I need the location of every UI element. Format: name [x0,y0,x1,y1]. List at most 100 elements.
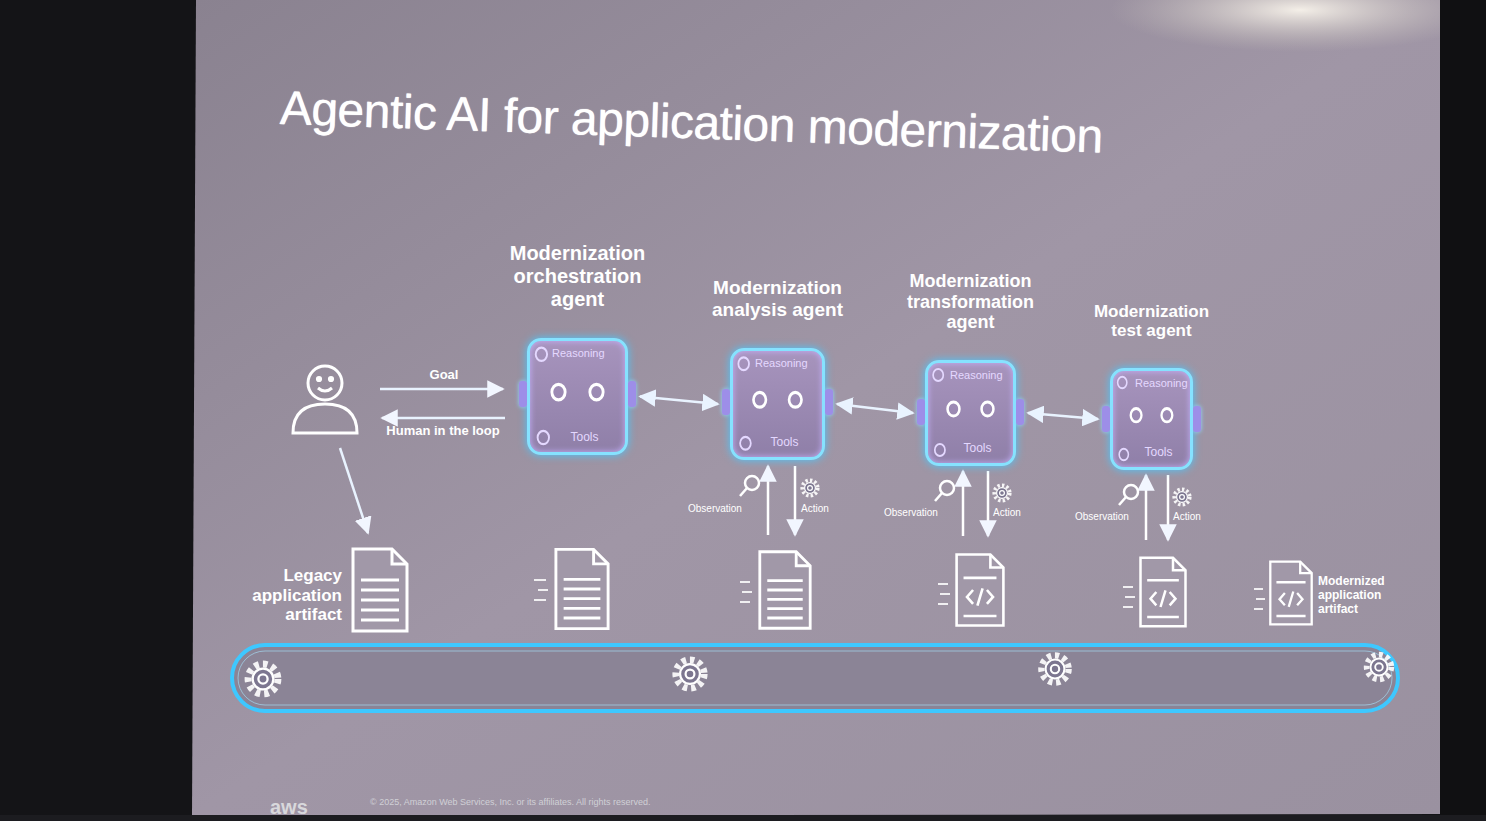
robot-ear [722,389,730,415]
document-dash-marks [534,580,1265,609]
bidirectional-arrow [640,397,718,405]
action-label: Action [993,507,1021,519]
robot-icon [738,357,749,370]
robot-icon [536,348,547,361]
arrow-label: Goal [414,368,474,383]
robot-eye [590,384,603,400]
observation-action-arrows [1167,475,1170,540]
goal-arrows [380,388,503,391]
copyright-note: © 2025, Amazon Web Services, Inc. or its… [370,797,650,807]
pipeline-bar [1367,655,1392,680]
bidirectional-arrow [837,404,913,413]
magnifier-icons [745,476,759,490]
reasoning-label: Reasoning [536,347,621,359]
pipeline-bar [1041,655,1068,682]
robot-ear [628,381,636,407]
lamp-glare [1110,0,1486,52]
agent-heading: Modernization transformation agent [896,271,1046,333]
pipeline-bar [232,645,1398,711]
pipeline-bar [248,664,278,694]
magnifier-icons [940,481,954,495]
artifact-documents [1141,558,1186,626]
action-label: Action [801,503,829,515]
arrow-label: Human in the loop [378,424,508,439]
document-dash-marks [740,582,752,602]
artifact-documents [353,549,1312,631]
robot-ear [1102,406,1110,432]
action-gear-icons [802,480,818,496]
magnifier-icons [740,476,1138,505]
robot-ear [1193,406,1201,432]
pipeline-bar [238,651,1392,705]
observation-action-arrows [962,471,965,536]
projection-screen [192,0,1442,816]
observation-action-arrows [987,471,990,536]
agent-heading: Modernization orchestration agent [495,242,660,311]
slide-background [0,815,1486,821]
slide-background [1440,0,1486,821]
robot-ear [917,399,925,425]
robot-eye [753,392,765,407]
tools-label: Tools [928,441,1013,455]
robot-ear [1016,399,1024,425]
reasoning-label: Reasoning [739,357,818,369]
pipeline-bar [232,645,1398,711]
action-label: Action [1173,511,1201,523]
magnifier-icons [1124,485,1138,499]
robot-ear [519,381,527,407]
magnifier-icons [1119,497,1126,505]
person-icon [308,366,342,400]
agent-heading: Modernization test agent [1087,302,1217,341]
robot-eye [948,402,960,416]
tools-label: Tools [530,430,625,444]
agent-robot-box: Modernization analysis agentReasoningToo… [730,348,825,460]
bidirectional-arrow [1028,413,1098,419]
artifact-label: Modernized application artifact [1318,575,1390,616]
goal-arrows [382,417,505,420]
agent-heading: Modernization analysis agent [703,277,853,321]
artifact-documents [760,552,810,629]
observation-action-arrows [768,466,1168,540]
agent-robot-box: Modernization test agentReasoningTools [1110,368,1193,470]
artifact-documents [957,554,1004,625]
logo-text: aws [270,796,308,819]
magnifier-icons [935,493,942,501]
robot-icon [1118,377,1127,389]
robot-eye [982,402,994,416]
observation-action-arrows [794,466,797,535]
reasoning-label: Reasoning [934,369,1009,381]
artifact-documents [556,549,608,628]
robot-ear [825,389,833,415]
goal-arrows [340,389,505,533]
robot-icon [1119,449,1128,461]
action-gear-icons [802,480,1190,505]
reasoning-label: Reasoning [1119,377,1186,389]
person-icon [329,377,332,380]
observation-action-arrows [767,466,770,535]
observation-label: Observation [688,503,742,515]
person-icon [293,366,357,433]
robot-icon [538,431,549,444]
artifact-documents [1270,562,1311,625]
goal-arrows [340,448,368,533]
robot-eye [1162,408,1173,421]
document-dash-marks [938,584,950,604]
agent-robot-box: Modernization transformation agentReason… [925,360,1016,466]
person-icon [293,404,357,433]
person-icon [318,388,332,391]
artifact-label: Legacy application artifact [236,566,342,625]
pipeline-bar [676,660,705,689]
robot-icon [933,369,943,381]
tools-label: Tools [733,435,822,449]
magnifier-icons [740,488,747,496]
observation-label: Observation [884,507,938,519]
observation-action-arrows [1145,475,1148,540]
agent-robot-box: Modernization orchestration agentReasoni… [527,338,628,455]
action-gear-icons [1174,489,1190,505]
document-dash-marks [1123,587,1135,607]
robot-eye [789,392,801,407]
action-gear-icons [994,485,1010,501]
